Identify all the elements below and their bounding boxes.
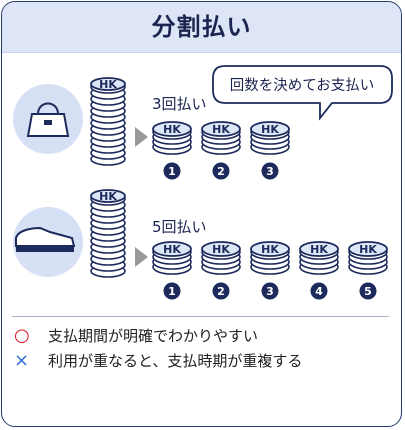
divider	[12, 316, 389, 317]
coin-symbol: HK	[99, 190, 117, 203]
large-coin-stack: HK	[90, 77, 126, 166]
installment-number: 2	[217, 285, 225, 298]
shoe-icon	[13, 207, 83, 277]
coin-stack-small: HK	[250, 121, 290, 155]
coin-symbol: HK	[163, 123, 181, 136]
coin-stack-small: HK	[299, 241, 339, 275]
coin-symbol: HK	[261, 243, 279, 256]
header-bar	[2, 2, 401, 53]
installment-number-badge: 5	[359, 282, 377, 300]
speech-bubble: 回数を決めてお支払い	[212, 65, 393, 121]
coin-symbol: HK	[359, 243, 377, 256]
coin-symbol: HK	[310, 243, 328, 256]
coin-symbol: HK	[261, 123, 279, 136]
row1-coins: HK 1 HK 2 HK 3	[152, 121, 290, 180]
coin-stack-small: HK	[201, 121, 241, 155]
coin-symbol: HK	[212, 123, 230, 136]
installment-number-badge: 1	[163, 282, 181, 300]
row2-label: 5回払い	[152, 218, 207, 236]
arrow-icon	[135, 247, 148, 267]
installment-number: 1	[168, 165, 176, 178]
coin-stack-small: HK	[348, 241, 388, 275]
coin-stack-small: HK	[152, 121, 192, 155]
cross-mark-icon: ×	[14, 350, 30, 371]
installment-number-badge: 1	[163, 162, 181, 180]
row2-coins: HK 1 HK 2 HK 3 HK 4 HK 5	[152, 241, 388, 300]
coin-stack-small: HK	[201, 241, 241, 275]
legend-con-text: 利用が重なると、支払時期が重複する	[48, 352, 303, 370]
row1-label: 3回払い	[152, 95, 207, 113]
coin-stack-small: HK	[250, 241, 290, 275]
installment-number-badge: 3	[261, 162, 279, 180]
legend-pro-text: 支払期間が明確でわかりやすい	[48, 327, 259, 345]
arrow-icon	[135, 127, 148, 147]
coin-symbol: HK	[99, 78, 117, 91]
installment-number: 5	[364, 285, 372, 298]
installment-number-badge: 2	[212, 282, 230, 300]
page-title: 分割払い	[151, 13, 252, 41]
installment-number-badge: 2	[212, 162, 230, 180]
coin-stack-small: HK	[152, 241, 192, 275]
installment-number-badge: 4	[310, 282, 328, 300]
coin-symbol: HK	[212, 243, 230, 256]
installment-number: 2	[217, 165, 225, 178]
coin-symbol: HK	[163, 243, 181, 256]
installment-number: 4	[315, 285, 323, 298]
installment-number: 3	[266, 285, 274, 298]
installment-number: 1	[168, 285, 176, 298]
handbag-icon	[13, 84, 83, 154]
installment-number: 3	[266, 165, 274, 178]
large-coin-stack: HK	[90, 189, 126, 278]
speech-bubble-text: 回数を決めてお支払い	[230, 77, 375, 94]
circle-mark-icon: ○	[14, 325, 30, 346]
installment-number-badge: 3	[261, 282, 279, 300]
